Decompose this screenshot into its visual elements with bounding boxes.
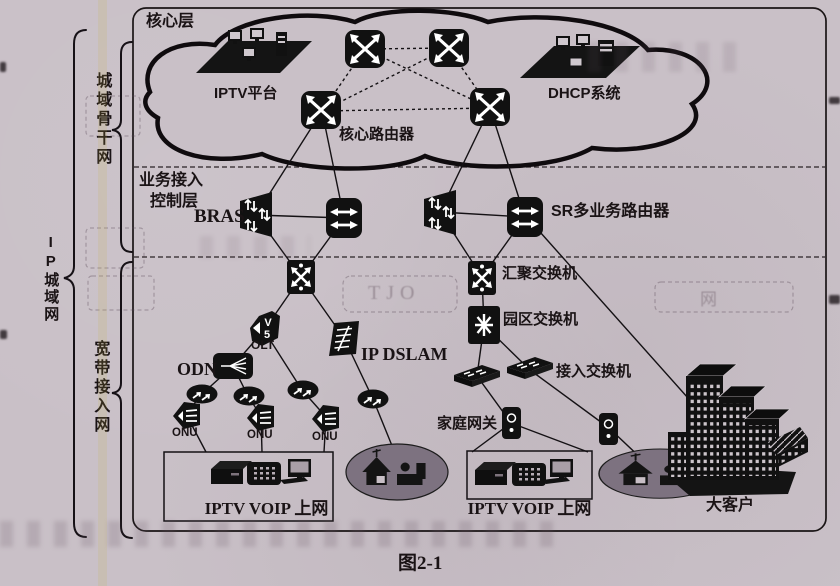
campus-switch-icon bbox=[466, 304, 502, 346]
services-left-label: IPTV VOIP 上网 bbox=[204, 499, 329, 518]
services-box-right bbox=[466, 450, 593, 500]
bras-right-icon bbox=[423, 189, 457, 236]
odn-label: ODN bbox=[177, 359, 217, 379]
bras-label: BRAS bbox=[194, 206, 245, 227]
figure-frame bbox=[132, 7, 827, 532]
splitter-2-icon bbox=[232, 385, 266, 407]
onu-3-label: ONU bbox=[312, 431, 338, 443]
home-gateway-1-icon bbox=[501, 406, 522, 440]
olt-label: OLT bbox=[251, 338, 275, 352]
onu-3-icon bbox=[311, 404, 340, 433]
campus-switch-label: 园区交换机 bbox=[503, 311, 579, 328]
edge-mark-4 bbox=[0, 330, 7, 339]
access-switch-label: 接入交换机 bbox=[556, 363, 632, 380]
bras-left-icon bbox=[239, 191, 273, 238]
scan-streak bbox=[98, 0, 107, 586]
edge-mark-1 bbox=[829, 97, 840, 104]
onu-1-icon bbox=[172, 401, 201, 430]
sr-router-label: SR多业务路由器 bbox=[551, 203, 670, 220]
bleedthrough-smear-bottom bbox=[0, 521, 560, 547]
ghost-bleedthrough-text: TJO bbox=[368, 282, 421, 304]
control-layer-label-line1: 业务接入 bbox=[139, 172, 204, 189]
services-devices-left bbox=[211, 459, 311, 485]
agg-switch-right-icon bbox=[466, 259, 498, 297]
splitter-1-icon bbox=[185, 383, 219, 405]
figure-caption: 图2-1 bbox=[398, 553, 443, 574]
core-router-4-icon bbox=[468, 86, 512, 128]
bleedthrough-ghost-boxes bbox=[85, 95, 794, 313]
ip-dslam-label: IP DSLAM bbox=[361, 344, 448, 364]
side-label-metro-backbone: 城域骨干网 bbox=[93, 72, 111, 167]
control-layer-label-line2: 控制层 bbox=[150, 193, 199, 210]
brace-metro-backbone bbox=[111, 41, 133, 253]
olt-badge-5: 5 bbox=[264, 329, 270, 341]
iptv-platform-label: IPTV平台 bbox=[214, 85, 278, 102]
home-scene-left bbox=[345, 443, 449, 501]
core-router-3-icon bbox=[299, 89, 343, 131]
core-router-label: 核心路由器 bbox=[339, 126, 415, 143]
side-label-ip-man: IP城域网 bbox=[42, 234, 60, 323]
edge-mark-3 bbox=[0, 62, 6, 72]
big-customer-label: 大客户 bbox=[706, 497, 755, 514]
onu-2-label: ONU bbox=[247, 429, 273, 441]
big-customer-building bbox=[668, 363, 808, 496]
core-router-2-icon bbox=[427, 27, 471, 69]
ip-dslam-icon bbox=[329, 321, 359, 356]
brace-ip-man bbox=[63, 29, 87, 538]
services-right-label: IPTV VOIP 上网 bbox=[467, 499, 592, 518]
edge-mark-2 bbox=[829, 295, 840, 304]
sr-router-icon bbox=[505, 195, 545, 239]
splitter-4-icon bbox=[356, 388, 390, 410]
splitter-3-icon bbox=[286, 379, 320, 401]
services-box-left bbox=[163, 451, 334, 522]
onu-1-label: ONU bbox=[172, 427, 198, 439]
side-label-broadband-access: 宽带接入网 bbox=[91, 340, 109, 435]
brace-broadband-access bbox=[111, 261, 133, 539]
services-devices-right bbox=[475, 459, 573, 486]
core-layer-label: 核心层 bbox=[146, 13, 195, 30]
iptv-platform-icon bbox=[196, 28, 312, 73]
home-gateway-2-icon bbox=[598, 412, 619, 446]
ghost-bleedthrough-right-text: 网 bbox=[700, 290, 717, 309]
edge-router-left-icon bbox=[324, 196, 364, 240]
bleedthrough-smear-top-right bbox=[588, 42, 738, 72]
olt-icon: V 5 bbox=[250, 311, 280, 346]
olt-badge-v: V bbox=[264, 317, 272, 329]
agg-switch-left-icon bbox=[285, 258, 317, 296]
home-gateway-label: 家庭网关 bbox=[437, 415, 498, 432]
dhcp-system-icon bbox=[520, 34, 640, 78]
access-switch-1-icon bbox=[453, 364, 501, 388]
agg-switch-label: 汇聚交换机 bbox=[502, 265, 578, 282]
dhcp-system-label: DHCP系统 bbox=[548, 85, 621, 102]
onu-2-icon bbox=[246, 403, 275, 432]
access-switch-2-icon bbox=[506, 356, 554, 380]
core-router-1-icon bbox=[343, 28, 387, 70]
odn-icon bbox=[213, 353, 253, 379]
bleedthrough-smear-mid bbox=[200, 236, 310, 258]
